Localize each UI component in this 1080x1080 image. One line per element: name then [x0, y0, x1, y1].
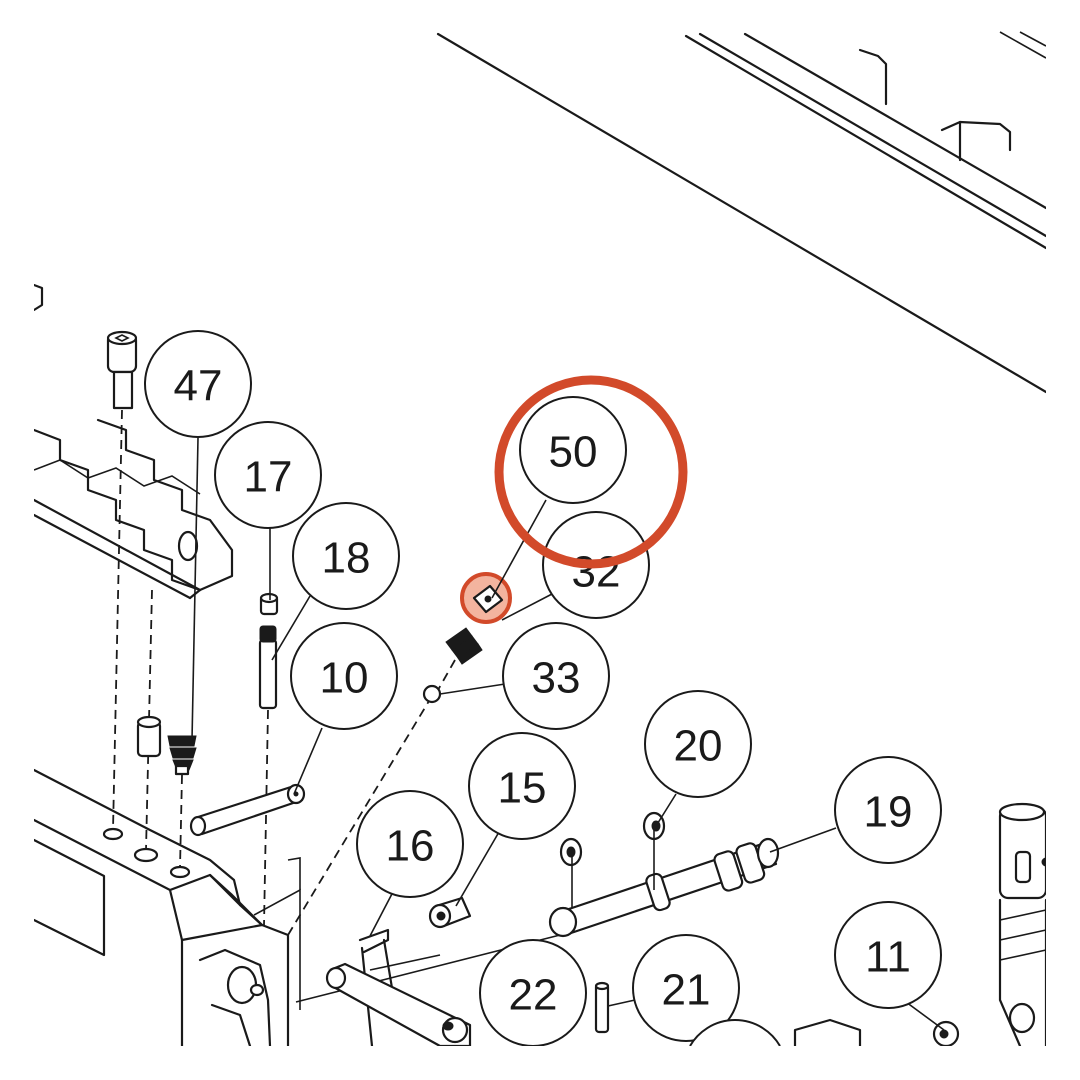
- callout-16: 16: [356, 790, 464, 898]
- callout-22: 22: [479, 939, 587, 1047]
- partial-callout-bubble: [689, 1019, 781, 1047]
- callout-label: 11: [865, 933, 911, 982]
- callout-label: 33: [532, 654, 581, 703]
- callout-label: 22: [509, 971, 558, 1020]
- frame-hole: [169, 865, 191, 879]
- callout-label: 19: [864, 788, 913, 837]
- part-17-set-screw: [259, 592, 279, 616]
- callout-label: 16: [386, 822, 435, 871]
- upper-housing-outline: [436, 31, 1048, 394]
- highlight-ring: [494, 375, 688, 569]
- callout-label: 10: [320, 654, 369, 703]
- small-bushing: [136, 715, 162, 758]
- callout-label: 20: [674, 722, 723, 771]
- part-15-bushing: [428, 896, 472, 929]
- picatinny-rail: [32, 283, 234, 600]
- callout-10: 10: [290, 622, 398, 730]
- callout-50: 50: [519, 396, 627, 504]
- lower-frame: [32, 768, 301, 1048]
- callout-label: 17: [244, 453, 293, 502]
- washer-left: [559, 837, 583, 867]
- callout-label: 50: [549, 428, 598, 477]
- callout-20: 20: [644, 690, 752, 798]
- callout-label: 15: [498, 764, 547, 813]
- callout-21: 21: [632, 934, 740, 1042]
- part-10-pin: [189, 783, 306, 837]
- callout-18: 18: [292, 502, 400, 610]
- frame-hole: [133, 847, 159, 863]
- detent-spring: [445, 627, 483, 665]
- callout-33: 33: [502, 622, 610, 730]
- callout-15: 15: [468, 732, 576, 840]
- callout-17: 17: [214, 421, 322, 529]
- conical-spring: [167, 735, 197, 776]
- callout-19: 19: [834, 756, 942, 864]
- frame-hole: [102, 827, 124, 841]
- callout-label: 32: [572, 548, 621, 597]
- part-19-shaft: [548, 837, 780, 938]
- callout-label: 18: [322, 534, 371, 583]
- part-47-cap-screw: [106, 330, 138, 410]
- callout-11: 11: [834, 901, 942, 1009]
- part-50-highlight: [460, 572, 512, 624]
- callout-label: 21: [662, 966, 711, 1015]
- leader-lines: [191, 437, 945, 1031]
- part-33-ball: [422, 684, 442, 704]
- part-18-spring-pin: [258, 625, 278, 710]
- part-21-roll-pin: [594, 981, 610, 1034]
- callout-label: 47: [174, 362, 223, 411]
- trigger-linkage: [325, 962, 472, 1048]
- callout-47: 47: [144, 330, 252, 438]
